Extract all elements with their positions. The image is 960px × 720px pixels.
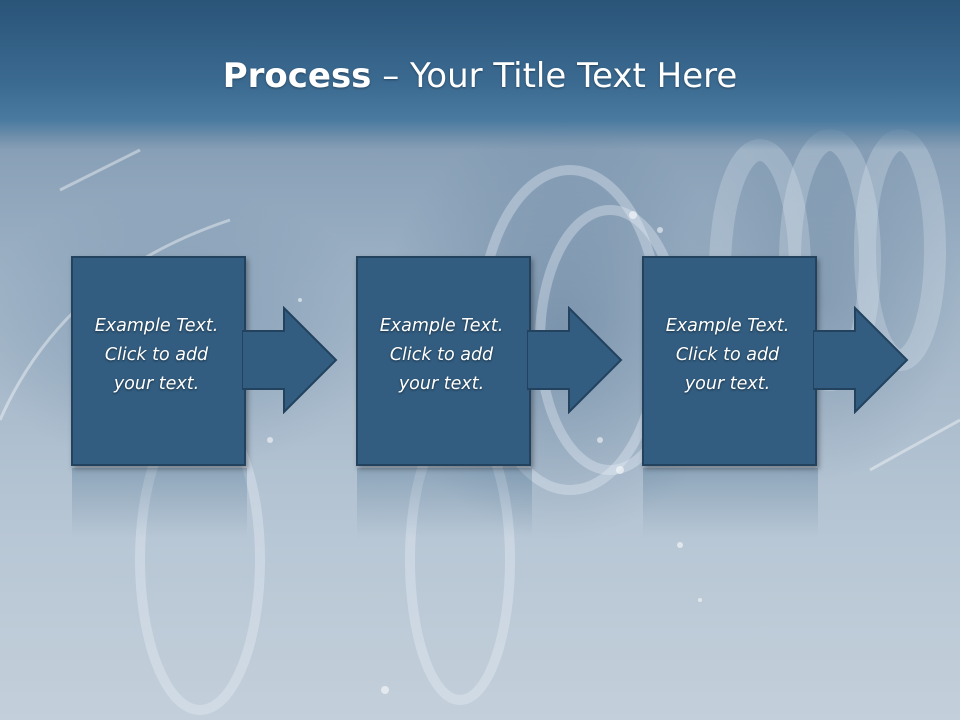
step-3[interactable]: Example Text. Click to add your text.: [642, 256, 817, 466]
step-1-line-1: Example Text.: [94, 316, 219, 336]
title-rest-text: – Your Title Text Here: [371, 56, 738, 96]
step-1-arrow[interactable]: [242, 306, 338, 414]
step-3-reflection: [643, 468, 818, 538]
step-2-reflection: [357, 468, 532, 538]
title-bold-text: Process: [222, 56, 372, 96]
step-1-line-2: Click to add: [104, 345, 209, 365]
step-3-line-3: your text.: [684, 374, 771, 394]
step-2-text[interactable]: Example Text. Click to add your text.: [356, 312, 527, 399]
step-3-line-1: Example Text.: [665, 316, 790, 336]
slide-title[interactable]: Process – Your Title Text Here: [0, 52, 960, 100]
title-bar: [0, 0, 960, 150]
step-1-line-3: your text.: [113, 374, 200, 394]
step-2[interactable]: Example Text. Click to add your text.: [356, 256, 531, 466]
step-3-line-2: Click to add: [675, 345, 780, 365]
step-2-line-3: your text.: [398, 374, 485, 394]
step-3-box[interactable]: [642, 256, 817, 466]
step-2-arrow[interactable]: [527, 306, 623, 414]
step-3-text[interactable]: Example Text. Click to add your text.: [642, 312, 813, 399]
step-2-box[interactable]: [356, 256, 531, 466]
step-2-line-2: Click to add: [389, 345, 494, 365]
step-1-box[interactable]: [71, 256, 246, 466]
step-1-text[interactable]: Example Text. Click to add your text.: [71, 312, 242, 399]
step-3-arrow[interactable]: [813, 306, 909, 414]
step-1-reflection: [72, 468, 247, 538]
step-1[interactable]: Example Text. Click to add your text.: [71, 256, 246, 466]
step-2-line-1: Example Text.: [379, 316, 504, 336]
